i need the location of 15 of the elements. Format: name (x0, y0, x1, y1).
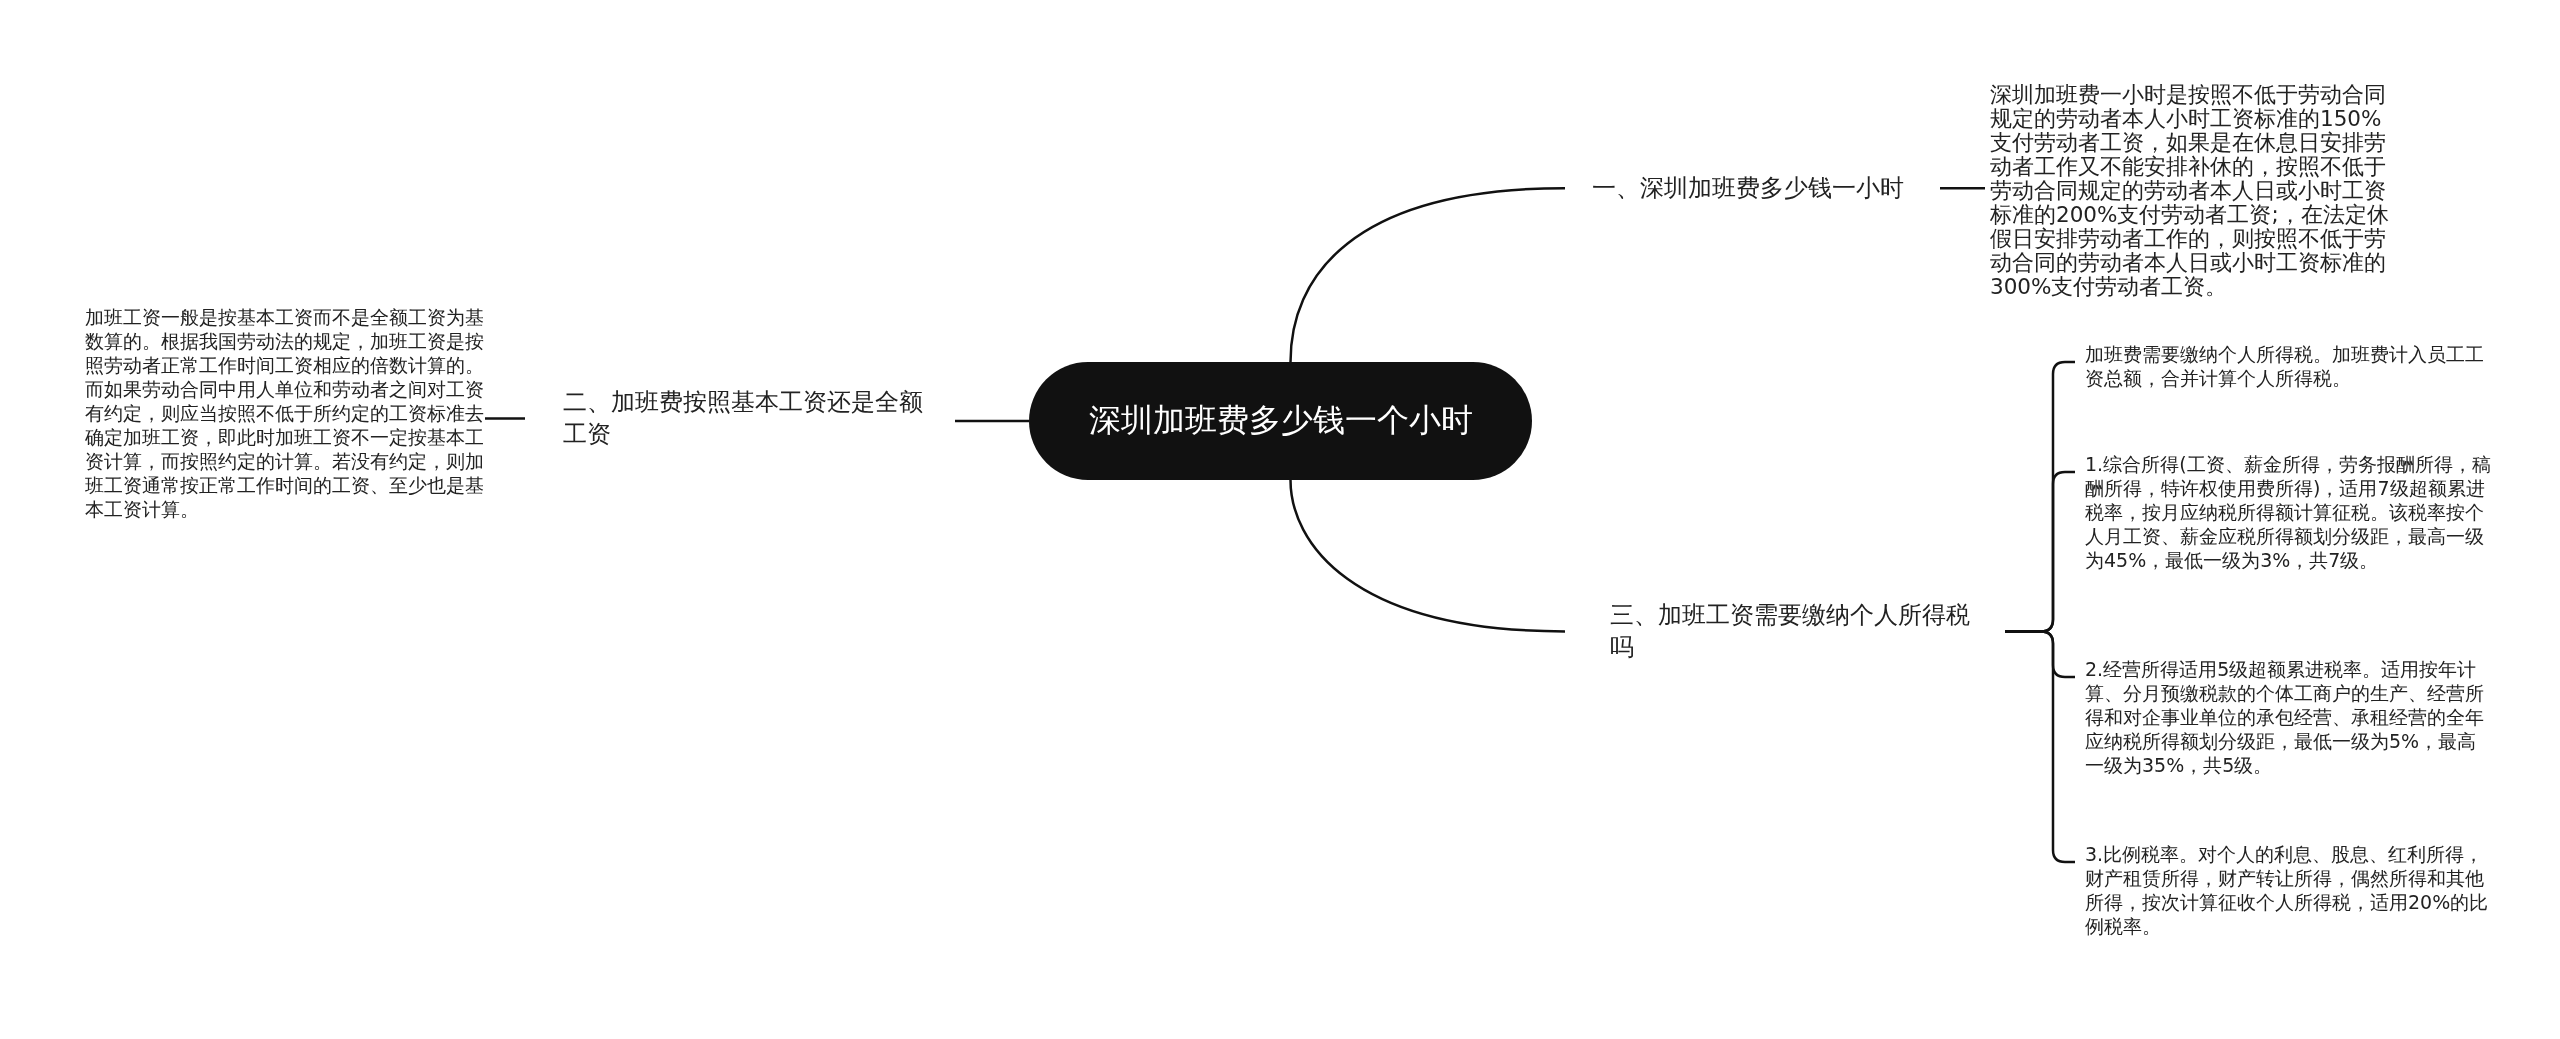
central-topic: 深圳加班费多少钱一个小时 (1029, 362, 1532, 480)
connector-line (485, 417, 525, 420)
connector-line (1289, 479, 1566, 633)
note-text: 1.综合所得(工资、薪金所得，劳务报酬所得，稿酬所得，特许权使用费所得)，适用7级超额累进税率，按月应纳税所得额计算征税。该税率按个人月工资、薪金应税所得额划分级距，最高一级为45%，最低一级为3%，共7级。 (2075, 452, 2495, 572)
note-text: 深圳加班费一小时是按照不低于劳动合同规定的劳动者本人小时工资标准的150%支付劳动者工资，如果是在休息日安排劳动者工作又不能安排补休的，按照不低于劳动合同规定的劳动者本人日或小时工资标准的200%支付劳动者工资;，在法定休假日安排劳动者工作的，则按照不低于劳动合同的劳动者本人日或小时工资标准的300%支付劳动者工资。 (1985, 83, 2397, 299)
connector-line (1940, 186, 1985, 190)
note-text: 加班工资一般是按基本工资而不是全额工资为基数算的。根据我国劳动法的规定，加班工资是按照劳动者正常工作时间工资相应的倍数计算的。而如果劳动合同中用人单位和劳动者之间对工资有约定，则应当按照不低于所约定的工资标准去确定加班工资，即此时加班工资不一定按基本工资计算，而按照约定的计算。若没有约定，则加班工资通常按正常工作时间的工资、至少也是基本工资计算。 (85, 305, 485, 521)
topic-label: 三、加班工资需要缴纳个人所得税吗 (1565, 599, 2005, 664)
note-text: 2.经营所得适用5级超额累进税率。适用按年计算、分月预缴税款的个体工商户的生产、经营所得和对企事业单位的承包经营、承租经营的全年应纳税所得额划分级距，最低一级为5%，最高一级为35%，共5级。 (2075, 657, 2495, 777)
note-text: 3.比例税率。对个人的利息、股息、红利所得，财产租赁所得，财产转让所得，偶然所得和其他所得，按次计算征收个人所得税，适用20%的比例税率。 (2075, 842, 2495, 938)
topic-label: 二、加班费按照基本工资还是全额工资 (525, 386, 955, 451)
connector-line (1289, 186, 1566, 363)
note-text: 加班费需要缴纳个人所得税。加班费计入员工工资总额，合并计算个人所得税。 (2075, 342, 2495, 390)
connector-line (955, 419, 1029, 423)
topic-label: 一、深圳加班费多少钱一小时 (1565, 172, 1940, 205)
